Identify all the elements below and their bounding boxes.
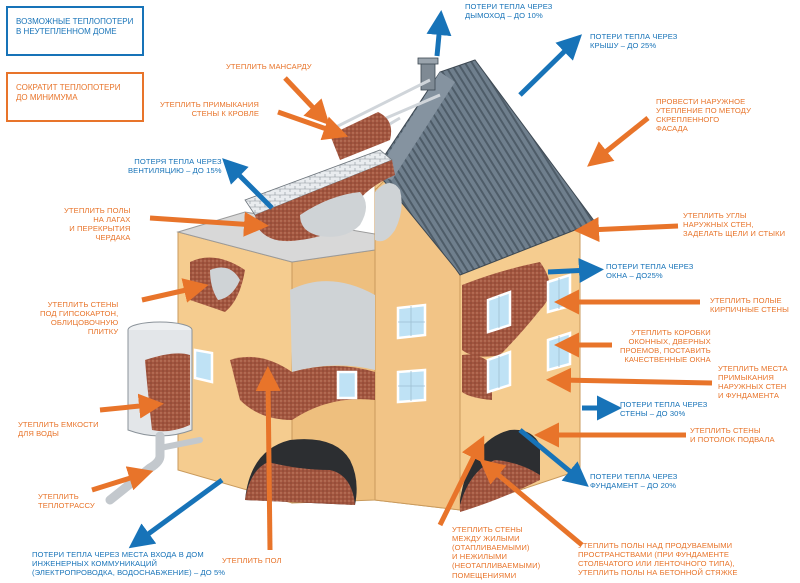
legend-heat-loss: Возможные теплопотери в неутепленном дом…	[6, 6, 144, 56]
label-floor: Утеплить пол	[222, 556, 282, 565]
roof-gable-edge	[375, 72, 455, 180]
arrow-vent-loss	[222, 158, 274, 210]
window	[396, 303, 427, 340]
label-wall-junction: Утеплить места примыкания наружных стен …	[718, 364, 788, 401]
label-attic: Утеплить мансарду	[226, 62, 312, 71]
label-facade: Провести наружное утепление по методу ск…	[656, 97, 752, 134]
label-floors-joists: Утеплить полы на лагах и перекрытия черд…	[64, 206, 131, 243]
arrow-drywall	[141, 278, 209, 303]
arrow-wall-junction	[546, 367, 713, 393]
arrow-facade	[587, 116, 650, 167]
label-pipe: Утеплить теплотрассу	[38, 492, 95, 511]
label-brick-hollow: Утеплить полые кирпичные стены	[710, 296, 789, 315]
label-wall-loss: Потери тепла через стены – до 30%	[620, 400, 708, 419]
arrow-roof-junction	[277, 109, 349, 141]
arrow-floor-ventilated	[479, 459, 584, 547]
label-basement: Утеплить стены и потолок подвала	[690, 426, 775, 445]
label-inner-walls: Утеплить стены между жилыми (отапливаемы…	[452, 525, 541, 580]
insulation-arrows	[91, 76, 713, 551]
label-roof-junction: Утеплить примыкания стены к кровле	[160, 100, 260, 119]
window	[336, 370, 358, 400]
roof-insulation	[330, 112, 392, 160]
heat-loss-arrows	[128, 10, 622, 549]
arrow-inner-walls	[437, 435, 485, 527]
arrow-foundation-loss	[518, 428, 589, 487]
arrow-utility-loss	[128, 477, 224, 549]
label-vent-loss: Потеря тепла через вентиляцию – до 15%	[128, 157, 222, 176]
label-floor-ventilated: Утеплить полы над продуваемыми пространс…	[578, 541, 738, 578]
arrow-floor	[255, 366, 281, 551]
arrow-window-loss	[547, 258, 604, 284]
legend-minimize: Сократит теплопотери до минимума	[6, 72, 144, 122]
arrow-chimney-loss	[426, 10, 452, 57]
label-window-loss: Потери тепла через окна – до25%	[606, 262, 694, 281]
attic-insulation	[255, 160, 395, 242]
label-window-boxes: Утеплить коробки оконных, дверных проемо…	[620, 328, 711, 365]
label-tank: Утеплить емкости для воды	[18, 420, 99, 439]
heating-pipe	[105, 431, 165, 505]
basement-insulation-left	[245, 462, 355, 505]
right-wall-insulation-lower	[462, 354, 492, 400]
mid-cutaway-grey	[290, 281, 375, 372]
label-roof-loss: Потери тепла через крышу – до 25%	[590, 32, 678, 51]
arrow-attic	[283, 76, 330, 126]
left-wall-grey	[210, 267, 240, 300]
arrow-tank	[99, 393, 164, 419]
label-chimney-loss: Потери тепла через дымоход – до 10%	[465, 2, 553, 21]
arrow-roof-loss	[518, 34, 582, 97]
label-foundation-loss: Потери тепла через фундамент – до 20%	[590, 472, 678, 491]
window	[193, 348, 214, 384]
chimney	[420, 61, 436, 91]
attic-grey-cutaway	[300, 192, 366, 237]
gable-insulation	[375, 182, 402, 242]
label-corners: Утеплить углы наружных стен, заделать ще…	[683, 211, 786, 239]
label-drywall: Утеплить стены под гипсокартон, облицово…	[40, 300, 119, 337]
water-tank-insulation	[145, 353, 190, 432]
arrow-pipe	[91, 466, 154, 493]
label-utility-loss: Потери тепла через места входа в дом инж…	[32, 550, 226, 578]
arrow-floors	[149, 211, 269, 237]
arrow-corners	[574, 217, 679, 242]
